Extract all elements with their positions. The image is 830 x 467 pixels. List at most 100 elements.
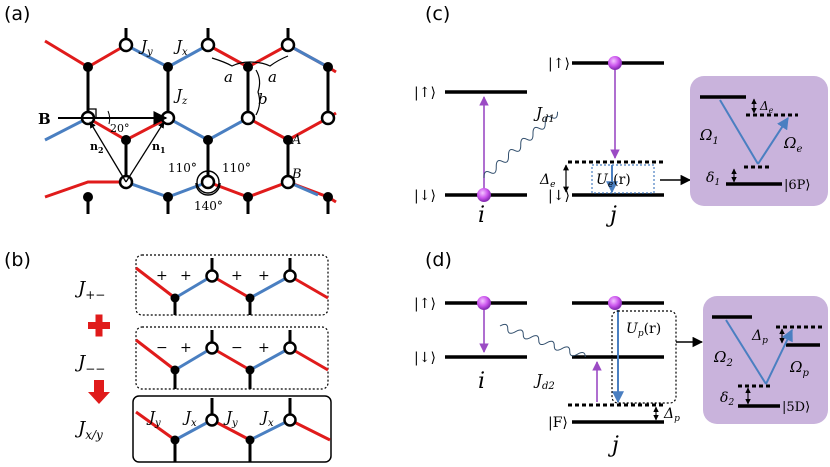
label-site-B: B [291, 167, 302, 182]
svg-text:+: + [180, 340, 192, 356]
down-arrow-icon [88, 380, 110, 404]
c-label-i: i [478, 203, 485, 228]
d-label-j: j [607, 433, 619, 458]
svg-text:+: + [258, 268, 270, 284]
n1-vector [125, 121, 165, 183]
right-angle-mark [88, 108, 97, 118]
label-b: b [258, 90, 268, 108]
c-ket-up-j: |↑⟩ [548, 56, 570, 72]
label-Jx: Jx [173, 37, 188, 58]
d-box-label-Delta-p: Δp [751, 328, 768, 346]
label-angle-20: 20° [110, 122, 130, 135]
d-box-label-Omega2: Ω2 [713, 348, 733, 369]
label-angle-110-left: 110° [168, 161, 197, 175]
label-a-2: a [268, 68, 277, 86]
d-box-Omega-p-arrow [765, 328, 793, 385]
label-B-field: B [38, 110, 51, 128]
chain-row-3-labels: Jy Jx Jy Jx [146, 408, 274, 429]
label-site-A: A [291, 133, 301, 148]
c-box-Omega1-arrow [719, 99, 759, 165]
red-bonds-row-3 [44, 180, 126, 199]
panel-label-b: (b) [4, 249, 31, 271]
c-label-j: j [605, 203, 617, 228]
c-ket-up-i: |↑⟩ [414, 85, 436, 101]
d-box-label-Omega-p: Ωp [789, 358, 809, 379]
chain-row-2 [135, 330, 329, 389]
c-ket-down-i: |↓⟩ [414, 188, 436, 204]
plus-icon [88, 314, 110, 337]
svg-text:−: − [231, 340, 243, 356]
d-label-Delta-p: Δp [663, 406, 680, 424]
d-ket-F: |F⟩ [548, 415, 568, 431]
d-ket-up-i: |↑⟩ [414, 296, 436, 312]
c-box-label-Omega1: Ω1 [699, 126, 719, 147]
label-n1: n1 [152, 140, 166, 155]
svg-text:Jx: Jx [259, 408, 274, 429]
svg-text:Jy: Jy [146, 408, 161, 429]
panel-label-d: (d) [425, 249, 452, 271]
panel-b: (b) + + + + [4, 249, 332, 463]
c-wavy-Jd1 [483, 111, 558, 179]
label-Jy: Jy [138, 37, 153, 58]
box-J-minus-minus [135, 326, 329, 390]
d-box-label-delta2: δ2 [720, 390, 734, 408]
chain-row-1-signs: + + + + [156, 268, 270, 284]
d-box-label-5D: |5D⟩ [782, 400, 810, 415]
red-bonds-row-3b [207, 180, 337, 204]
chain-row-2-signs: − + − + [156, 340, 270, 356]
svg-text:+: + [231, 268, 243, 284]
panel-a: (a) [4, 3, 337, 214]
panel-label-a: (a) [4, 3, 30, 25]
label-J-minus-minus: J−− [74, 352, 105, 376]
panel-label-c: (c) [425, 3, 450, 25]
c-label-Ue: Ue(r) [596, 172, 631, 190]
length-brackets [211, 55, 289, 116]
c-Ue-box [591, 164, 655, 194]
c-ket-down-j: |↓⟩ [548, 188, 570, 204]
c-box-label-Omega-e: Ωe [783, 134, 802, 155]
d-wavy-Jd2 [499, 323, 586, 357]
svg-text:Jy: Jy [223, 408, 238, 429]
svg-text:Jx: Jx [182, 408, 197, 429]
d-Up-box [611, 310, 677, 404]
blue-bonds-row-1b [287, 43, 329, 69]
c-box-Omega-e-arrow [757, 116, 789, 165]
d-level-box [703, 296, 828, 424]
angle-20-arc [107, 110, 111, 125]
label-J-plus-minus: J+− [74, 278, 105, 302]
c-box-label-Delta-e: Δe [759, 99, 774, 115]
svg-text:+: + [258, 340, 270, 356]
svg-text:−: − [156, 340, 168, 356]
svg-text:+: + [156, 268, 168, 284]
d-label-Jd2: Jd2 [533, 371, 555, 392]
c-atom-j [608, 56, 622, 70]
d-atom-i [477, 296, 491, 310]
chain-row-1 [135, 258, 329, 315]
label-angle-110-right: 110° [222, 161, 251, 175]
chain-row-3 [135, 398, 331, 462]
panel-c: (c) |↑⟩ |↓⟩ i |↑⟩ |↓⟩ j Δe Ue(r) Jd1 [414, 3, 828, 228]
c-label-Jd1: Jd1 [533, 104, 555, 125]
label-n2: n2 [90, 140, 104, 155]
label-Jz: Jz [173, 86, 188, 107]
panel-d: (d) |↑⟩ |↓⟩ i Up(r) |F⟩ Δp j Jd2 [414, 249, 828, 458]
svg-text:+: + [180, 268, 192, 284]
label-a-1: a [224, 68, 233, 86]
d-ket-down-i: |↓⟩ [414, 350, 436, 366]
d-label-Up: Up(r) [626, 321, 661, 339]
d-label-i: i [478, 369, 485, 394]
c-label-Delta-e: Δe [539, 172, 555, 190]
c-box-label-6P: |6P⟩ [784, 178, 810, 193]
label-angle-140: 140° [194, 199, 223, 213]
d-atom-j [608, 296, 622, 310]
c-atom-i [477, 188, 491, 202]
label-J-x-y: Jx/y [74, 418, 103, 442]
box-J-plus-minus [135, 254, 329, 316]
c-box-label-delta1: δ1 [706, 170, 720, 188]
d-box-Omega2-arrow [725, 319, 767, 385]
angle-marks [195, 170, 221, 196]
n2-vector [89, 121, 127, 183]
blue-bonds-row-2 [44, 116, 89, 142]
box-J-xy [132, 395, 332, 463]
